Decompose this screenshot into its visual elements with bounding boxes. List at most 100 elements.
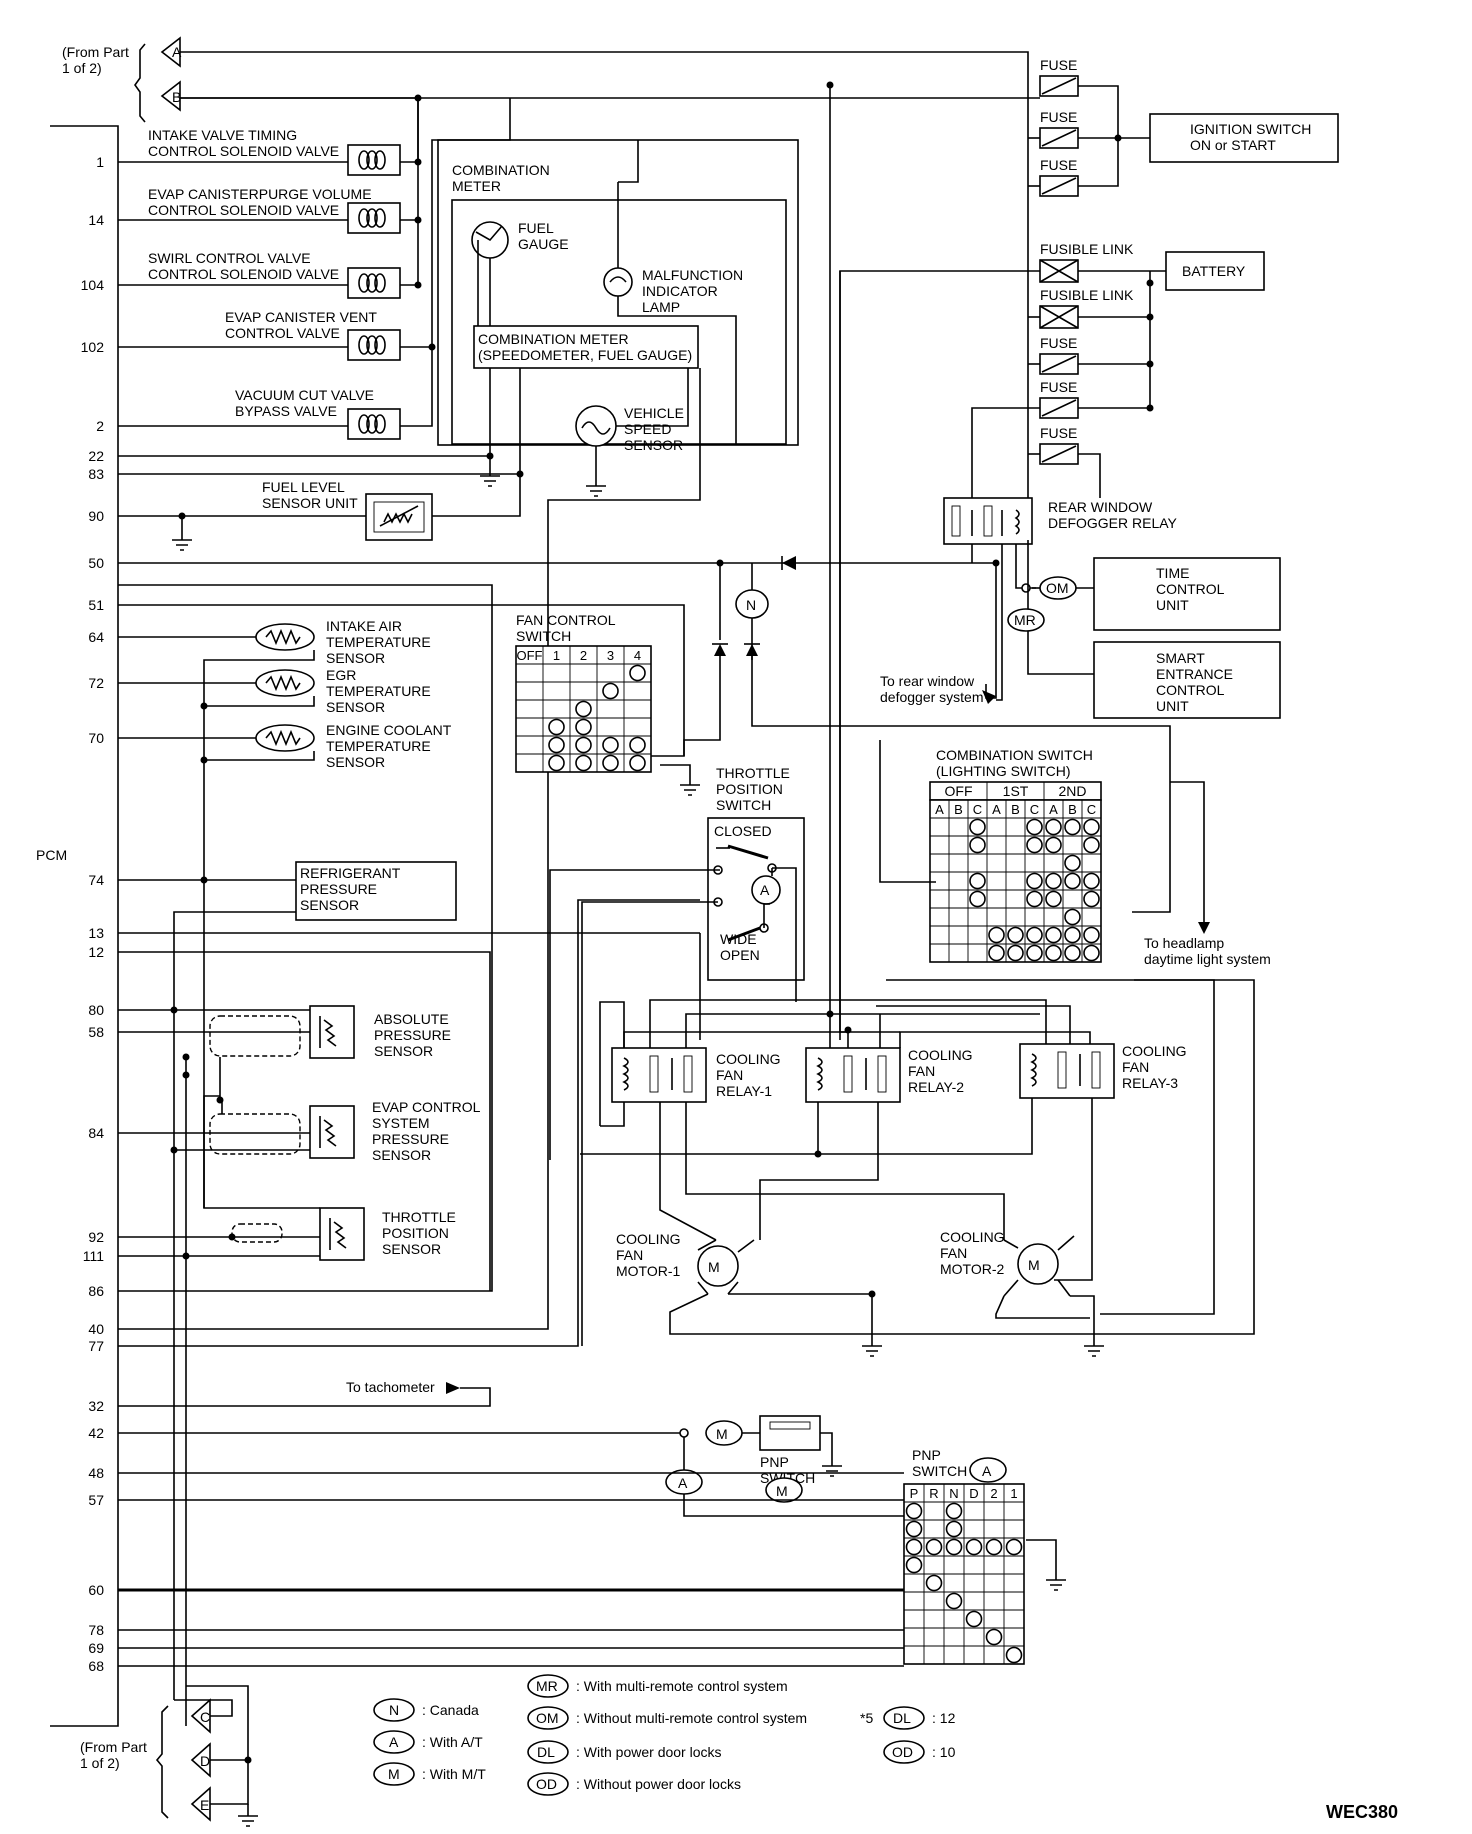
lighting-switch-table-contact — [1026, 872, 1043, 890]
pnp-switch-table-contact — [925, 1574, 943, 1592]
lighting-switch-table-contact — [1026, 944, 1043, 962]
canada-daytime-circuit: N — [683, 563, 1171, 913]
connector-e-label: E — [200, 1797, 209, 1813]
lighting-switch-table-contact — [1083, 926, 1100, 944]
lighting-switch-table-contact — [1007, 944, 1024, 962]
fuse-label-5: FUSE — [1040, 379, 1077, 395]
pcm-pin-92: 92 — [88, 1229, 104, 1245]
pnp-switch-table-contact — [985, 1628, 1003, 1646]
lighting-switch-table-contact — [988, 944, 1005, 962]
lighting-switch-table-contact — [969, 890, 986, 908]
motor1-symbol: M — [708, 1259, 720, 1275]
mr-symbol: MR — [1014, 612, 1036, 628]
tp-switch-at-symbol: A — [760, 882, 770, 898]
pcm-pin-83: 83 — [88, 466, 104, 482]
fan-switch-table-header-4: 4 — [634, 648, 641, 663]
lighting-switch-table-contact — [1064, 908, 1081, 926]
legend-a-symbol: A — [389, 1734, 399, 1750]
legend-n: : Canada — [422, 1702, 479, 1718]
lighting-switch-table-contact — [1026, 818, 1043, 836]
lighting-switch-table-contact — [1045, 872, 1062, 890]
absolute-pressure-sensor — [309, 1005, 355, 1059]
ivt-solenoid — [347, 144, 401, 176]
pcm-pin-72: 72 — [88, 675, 104, 691]
pnp-switch-table-header-5: 1 — [1010, 1486, 1017, 1501]
legend-om: : Without multi-remote control system — [576, 1710, 807, 1726]
pnp-switch-table-header-1: R — [929, 1486, 938, 1501]
pcm-pin-77: 77 — [88, 1338, 104, 1354]
lighting-switch-table-contact — [1026, 836, 1043, 854]
legend-od-symbol-2: OD — [892, 1744, 913, 1760]
lighting-switch-table-contact — [1064, 926, 1081, 944]
connector-b-label: B — [172, 89, 181, 105]
fuse-label-2: FUSE — [1040, 109, 1077, 125]
to-tach-label: To tachometer — [346, 1379, 435, 1395]
pcm-pin-69: 69 — [88, 1640, 104, 1656]
pnp-switch-table-header-2: N — [949, 1486, 958, 1501]
lighting-switch-table-header-2: C — [973, 802, 982, 817]
pnp-switch-table-header-3: D — [969, 1486, 978, 1501]
n-symbol: N — [746, 597, 756, 613]
fuse-label-3: FUSE — [1040, 157, 1077, 173]
lighting-switch-table-header-7: B — [1068, 802, 1077, 817]
fan-switch-table-contact — [548, 718, 565, 736]
legend-om-symbol: OM — [536, 1710, 559, 1726]
pcm-pin-68: 68 — [88, 1658, 104, 1674]
lighting-switch-table-header-0: A — [935, 802, 944, 817]
cooling-fan-motor-2 — [1017, 1243, 1059, 1285]
lighting-switch-table-contact — [1045, 836, 1062, 854]
fan-switch-table-contact — [629, 754, 646, 772]
lighting-switch-table-header-4: B — [1011, 802, 1020, 817]
tachometer-output: To tachometer — [118, 1379, 491, 1407]
fan-switch-table-contact — [602, 754, 619, 772]
pnp-switch-table-header-0: P — [910, 1486, 919, 1501]
pnp-at-symbol: A — [678, 1475, 688, 1491]
lighting-switch-table-contact — [1083, 818, 1100, 836]
fan-switch-table-header-0: OFF — [517, 648, 543, 663]
cooling-fan-motor-1 — [697, 1245, 739, 1287]
pcm-pin-labels: 1141041022228390505164727074131280588492… — [81, 154, 105, 1674]
pnp-switch-table-contact — [965, 1610, 983, 1628]
cooling-fan-relay-1 — [611, 1047, 707, 1103]
pcm-pin-12: 12 — [88, 944, 104, 960]
lighting-switch-table-header-8: C — [1087, 802, 1096, 817]
lighting-switch-table-contact — [1083, 944, 1100, 962]
pcm-label: PCM — [36, 847, 67, 863]
legend-m: : With M/T — [422, 1766, 486, 1782]
closed-label: CLOSED — [714, 823, 772, 839]
legend-star5: *5 — [860, 1710, 873, 1726]
pcm-pin-60: 60 — [88, 1582, 104, 1598]
lighting-switch-table-contact — [969, 836, 986, 854]
vacuum-cut-solenoid — [347, 408, 401, 440]
lighting-switch-table-contact — [1045, 944, 1062, 962]
legend-dl-symbol: DL — [537, 1744, 555, 1760]
lighting-switch-table-contact — [1064, 818, 1081, 836]
pnp-mt-symbol-2: M — [776, 1483, 788, 1499]
smart-entrance-unit — [1093, 641, 1281, 719]
pcm-pin-32: 32 — [88, 1398, 104, 1414]
pnp-switch-table-contact — [945, 1520, 963, 1538]
tps-sensor — [319, 1207, 365, 1261]
